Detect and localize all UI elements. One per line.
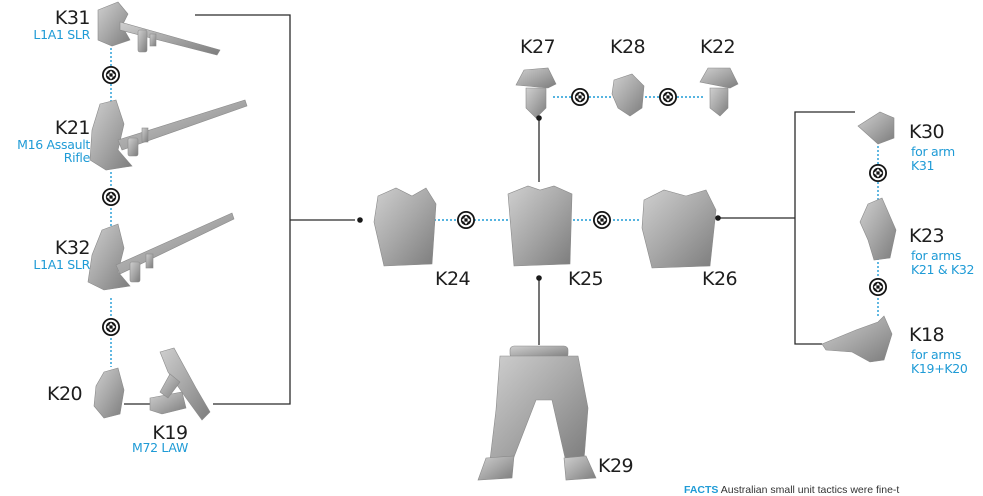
- part-k31-arm-rifle: [97, 1, 221, 56]
- part-k27-head-bush-hat: [515, 67, 557, 119]
- part-k28-head: [611, 73, 645, 117]
- label-k19-desc: M72 LAW: [131, 440, 189, 455]
- label-k25: K25: [568, 268, 604, 290]
- label-k21-desc-1: M16 Assault: [17, 137, 90, 152]
- part-k18-arm: [821, 315, 893, 363]
- label-k23-desc-2: K21 & K32: [911, 262, 975, 277]
- part-k32-arm-rifle: [87, 212, 235, 291]
- label-k31-desc: L1A1 SLR: [33, 27, 90, 42]
- label-k21-desc-2: Rifle: [63, 150, 91, 165]
- part-k30-arm: [857, 111, 895, 145]
- label-k27: K27: [520, 36, 556, 58]
- part-k20-hand: [93, 367, 125, 419]
- part-k22-head-bush-hat: [699, 67, 739, 117]
- label-k18-desc-1: for arms: [911, 347, 962, 362]
- four-arrow-connector-icon: [571, 88, 589, 106]
- label-k19: K19: [152, 422, 188, 444]
- part-k29-legs: [477, 345, 597, 481]
- dotted-links: [110, 48, 879, 367]
- label-k32: K32: [54, 237, 91, 259]
- connector-lines: [124, 14, 855, 405]
- four-arrow-connector-icon: [659, 88, 677, 106]
- label-k23: K23: [909, 225, 945, 247]
- label-k23-desc-1: for arms: [911, 248, 962, 263]
- label-k32-desc: L1A1 SLR: [33, 257, 90, 272]
- part-k25-torso: [507, 185, 573, 267]
- label-k29: K29: [598, 455, 634, 477]
- four-arrow-connector-icon: [457, 211, 475, 229]
- part-k26-torso: [641, 189, 717, 269]
- label-k30: K30: [909, 121, 945, 143]
- label-k31: K31: [54, 7, 91, 29]
- four-arrow-connector-icon: [102, 318, 120, 336]
- label-k20: K20: [47, 383, 83, 405]
- label-k26: K26: [702, 268, 738, 290]
- four-arrow-connector-icon: [102, 66, 120, 84]
- four-arrow-connector-icon: [102, 188, 120, 206]
- part-k23-arm: [859, 197, 897, 261]
- label-k18: K18: [909, 324, 945, 346]
- label-k18-desc-2: K19+K20: [911, 361, 968, 376]
- label-k21: K21: [54, 117, 91, 139]
- junction-dots: [357, 115, 721, 281]
- four-arrow-connector-icon: [593, 211, 611, 229]
- facts-footer: FACTS Australian small unit tactics were…: [684, 484, 899, 496]
- part-k24-torso: [373, 187, 437, 267]
- label-k30-desc-2: K31: [911, 158, 935, 173]
- label-k28: K28: [610, 36, 646, 58]
- four-arrow-connector-icon: [869, 164, 887, 182]
- facts-text: Australian small unit tactics were fine-…: [720, 484, 900, 496]
- part-k21-arm-rifle: [89, 99, 248, 171]
- facts-label: FACTS: [684, 484, 719, 496]
- label-k24: K24: [435, 268, 471, 290]
- part-k19-hand-launcher: [149, 347, 211, 421]
- label-k22: K22: [700, 36, 736, 58]
- connector-icons: [102, 66, 887, 336]
- label-k30-desc-1: for arm: [911, 144, 955, 159]
- four-arrow-connector-icon: [869, 278, 887, 296]
